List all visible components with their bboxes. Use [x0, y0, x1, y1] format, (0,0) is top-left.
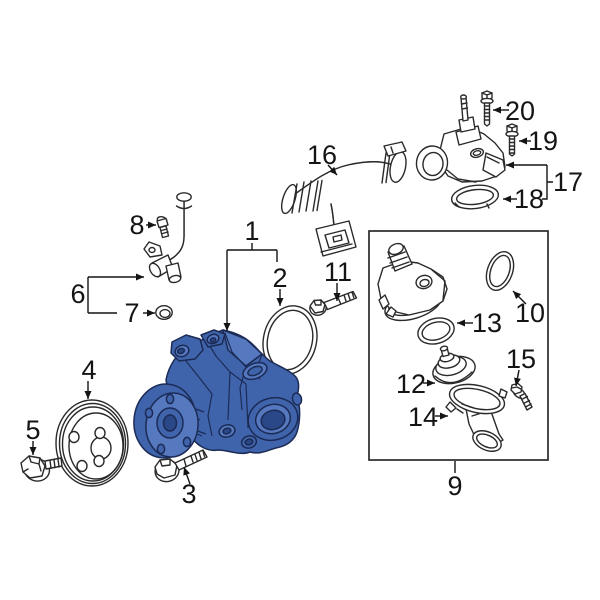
part-outlet-14	[445, 383, 508, 452]
part-thermostat-12	[432, 345, 476, 385]
callout-9: 9	[447, 461, 463, 501]
assembly-9-box	[368, 230, 549, 461]
part-hose-16	[280, 141, 407, 257]
callout-11-label: 11	[324, 257, 352, 287]
callout-15-label: 15	[506, 344, 536, 374]
callout-16-label: 16	[307, 140, 337, 170]
part-gasket-2	[262, 305, 318, 375]
callout-19: 19	[519, 126, 558, 156]
callout-7-label: 7	[124, 298, 139, 328]
callout-17-label: 17	[553, 167, 583, 197]
callout-3: 3	[181, 466, 197, 509]
part-screw-8	[156, 215, 170, 239]
part-oring-7	[155, 305, 173, 321]
callout-14: 14	[408, 402, 448, 432]
callout-5-label: 5	[25, 415, 40, 445]
callout-8-label: 8	[129, 210, 144, 240]
callout-10-label: 10	[515, 298, 545, 328]
callout-20: 20	[493, 96, 535, 126]
callout-11: 11	[324, 257, 352, 301]
callout-20-label: 20	[505, 96, 535, 126]
callout-2-label: 2	[272, 263, 287, 293]
callout-6-label: 6	[70, 279, 85, 309]
callout-6: 6	[70, 273, 144, 314]
part-gasket-18	[450, 184, 500, 210]
callout-12: 12	[396, 369, 435, 399]
part-thermostat-housing-17	[415, 94, 506, 183]
part-oring-10	[485, 251, 515, 291]
part-bolt-15	[510, 382, 533, 411]
callout-14-label: 14	[408, 402, 438, 432]
callout-2: 2	[272, 263, 288, 306]
callout-17: 17	[506, 161, 583, 200]
part-pulley-4	[55, 399, 129, 487]
callout-4-label: 4	[81, 355, 96, 385]
callout-16: 16	[307, 140, 338, 176]
part-upper-housing	[377, 242, 448, 322]
callout-12-label: 12	[396, 369, 426, 399]
part-bolt-20	[480, 90, 494, 127]
callout-9-label: 9	[447, 471, 462, 501]
callout-7: 7	[124, 298, 155, 328]
callout-4: 4	[81, 355, 97, 399]
part-bolt-11	[309, 290, 358, 316]
part-oring-13	[417, 317, 455, 345]
callout-3-label: 3	[181, 479, 196, 509]
part-water-pump-1	[133, 329, 303, 459]
callout-18-label: 18	[514, 184, 544, 214]
callout-5: 5	[25, 415, 41, 455]
callout-15: 15	[506, 344, 536, 387]
callout-1-label: 1	[244, 216, 259, 246]
part-bolt-5	[20, 455, 63, 482]
part-bolt-19	[505, 123, 519, 157]
callout-19-label: 19	[528, 126, 558, 156]
part-inlet-tube-6	[143, 192, 193, 284]
callout-1: 1	[223, 216, 278, 331]
callout-13-label: 13	[472, 308, 502, 338]
callout-18: 18	[503, 184, 544, 214]
part-bolt-3	[154, 449, 208, 483]
callout-13: 13	[457, 308, 502, 338]
callout-10: 10	[512, 290, 545, 328]
callout-8: 8	[129, 210, 156, 240]
